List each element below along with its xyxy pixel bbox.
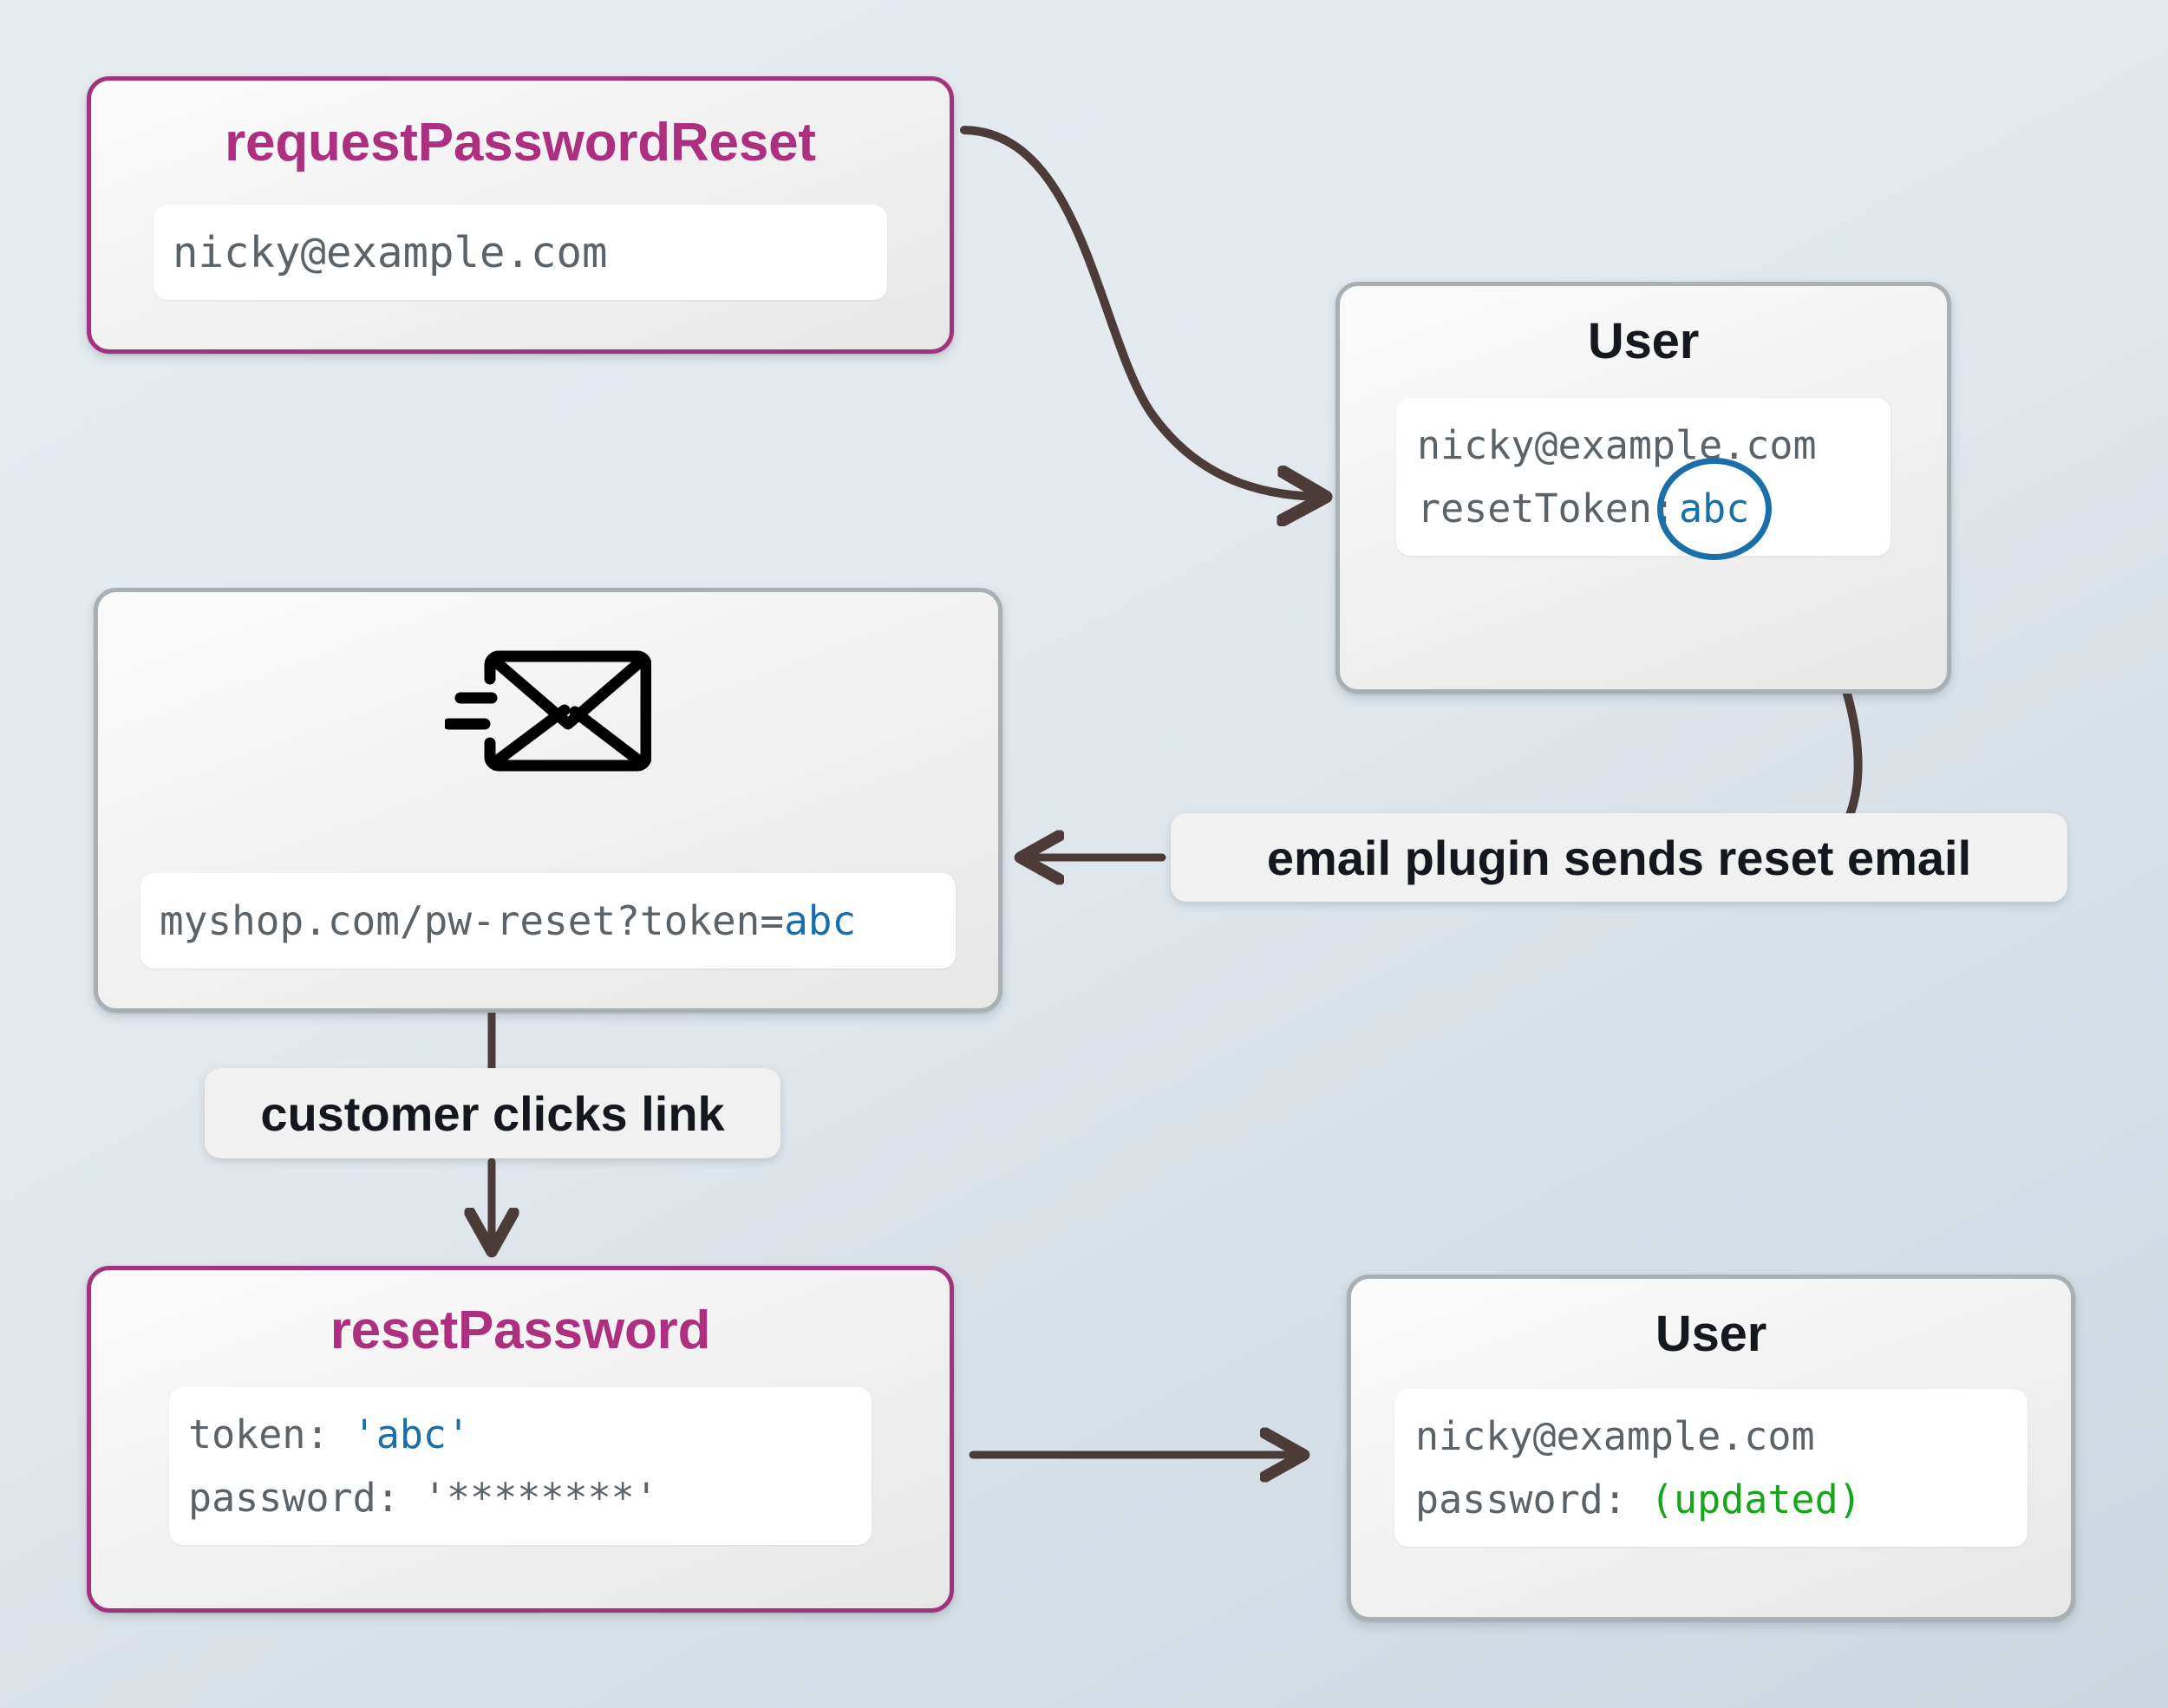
user-email-value: nicky@example.com (1417, 422, 1817, 468)
field-request-email: nicky@example.com (153, 205, 887, 300)
field-reset-password-params: token: 'abc' password: '********' (169, 1387, 872, 1545)
node-title-user-token: User (1587, 313, 1700, 369)
field-reset-link[interactable]: myshop.com/pw-reset?token=abc (140, 873, 956, 968)
edge-label-customer-clicks-text: customer clicks link (260, 1085, 725, 1141)
node-user-with-token[interactable]: User nicky@example.com resetToken:abc (1335, 282, 1951, 694)
reset-link-row: myshop.com/pw-reset?token=abc (160, 901, 956, 941)
node-reset-password[interactable]: resetPassword token: 'abc' password: '**… (87, 1266, 954, 1613)
node-reset-email[interactable]: myshop.com/pw-reset?token=abc (94, 588, 1002, 1013)
user-updated-email: nicky@example.com (1415, 1413, 1815, 1459)
field-user-updated: nicky@example.com password: (updated) (1394, 1389, 2028, 1547)
user-updated-password-label: password: (1415, 1477, 1627, 1522)
node-title-user-updated: User (1655, 1306, 1767, 1362)
reset-link-prefix: myshop.com/pw-reset?token= (160, 897, 785, 944)
edge-request-to-user (960, 126, 1322, 497)
user-updated-password-row: password: (updated) (1415, 1480, 2028, 1519)
edge-label-email-plugin: email plugin sends reset email (1171, 813, 2067, 902)
reset-password-row: password: '********' (188, 1478, 872, 1517)
edge-label-customer-clicks: customer clicks link (205, 1068, 780, 1158)
user-token-label: resetToken: (1417, 486, 1676, 531)
reset-password-label: password: (188, 1475, 400, 1521)
node-title-reset-password: resetPassword (330, 1301, 711, 1360)
reset-link-token: abc (784, 897, 857, 944)
field-user-token: nicky@example.com resetToken:abc (1396, 398, 1890, 560)
user-token-value: abc (1679, 486, 1750, 531)
reset-token-row: token: 'abc' (188, 1415, 872, 1454)
edge-label-email-plugin-text: email plugin sends reset email (1266, 830, 1972, 885)
node-request-password-reset[interactable]: requestPasswordReset nicky@example.com (87, 76, 954, 354)
request-email-value: nicky@example.com (173, 227, 608, 277)
token-highlight: abc (1656, 457, 1772, 560)
reset-password-value: '********' (422, 1475, 658, 1521)
node-title-request-password-reset: requestPasswordReset (225, 113, 816, 173)
user-updated-password-value: (updated) (1649, 1477, 1862, 1522)
reset-token-value: 'abc' (352, 1411, 471, 1457)
user-token-row: resetToken:abc (1417, 457, 1890, 560)
reset-token-label: token: (188, 1411, 330, 1457)
send-email-icon (442, 646, 652, 780)
node-user-updated[interactable]: User nicky@example.com password: (update… (1347, 1274, 2075, 1621)
